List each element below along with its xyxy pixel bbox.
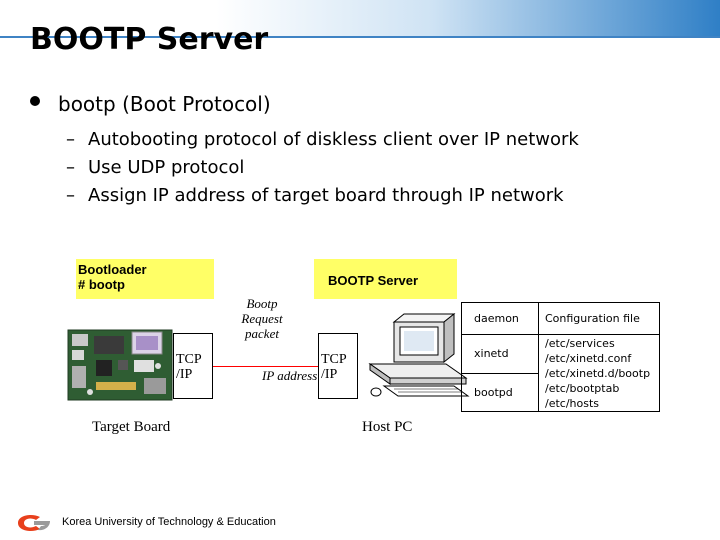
- sub-item-text: Assign IP address of target board throug…: [88, 185, 564, 206]
- header-bar: [0, 0, 720, 36]
- ip-address-label: IP address: [262, 368, 318, 383]
- network-link-line: [213, 366, 318, 367]
- dash-icon: –: [66, 129, 75, 150]
- request-line: Request: [241, 311, 283, 326]
- sub-item-text: Use UDP protocol: [88, 157, 245, 178]
- tcp-label: TCP: [176, 352, 202, 367]
- tcp-label: TCP: [321, 352, 347, 367]
- bootp-server-box: BOOTP Server: [314, 259, 457, 299]
- bootloader-label: Bootloader: [78, 262, 147, 277]
- request-line: packet: [245, 326, 279, 341]
- config-table: daemon Configuration file xinetd /etc/se…: [461, 302, 660, 412]
- daemon-cell: bootpd: [461, 372, 539, 412]
- bootp-server-label: BOOTP Server: [328, 273, 419, 288]
- header-daemon: daemon: [461, 302, 539, 335]
- dash-icon: –: [66, 157, 75, 178]
- host-pc-icon: [368, 312, 470, 397]
- config-file: /etc/bootptab: [545, 381, 620, 395]
- config-file: /etc/xinetd.d/bootp: [545, 366, 651, 380]
- config-files-cell: /etc/services /etc/xinetd.conf /etc/xine…: [538, 334, 660, 412]
- ip-label: /IP: [176, 367, 193, 382]
- config-file: /etc/xinetd.conf: [545, 351, 632, 365]
- bullet-main-text: bootp (Boot Protocol): [58, 92, 271, 116]
- bootloader-command: # bootp: [78, 277, 125, 292]
- table-row: xinetd /etc/services /etc/xinetd.conf /e…: [461, 334, 660, 412]
- host-pc-label: Host PC: [362, 419, 413, 435]
- sub-item-1: –Autobooting protocol of diskless client…: [66, 129, 579, 150]
- sub-item-3: –Assign IP address of target board throu…: [66, 185, 564, 206]
- bootloader-box: Bootloader # bootp: [76, 259, 214, 299]
- request-line: Bootp: [246, 296, 278, 311]
- header-config-file: Configuration file: [538, 302, 660, 335]
- daemon-cell: xinetd: [461, 334, 539, 374]
- table-header-row: daemon Configuration file: [461, 302, 660, 335]
- sub-item-2: –Use UDP protocol: [66, 157, 244, 178]
- sub-item-text: Autobooting protocol of diskless client …: [88, 129, 579, 150]
- header-rule: [0, 36, 720, 38]
- bootp-request-label: Bootp Request packet: [232, 296, 292, 341]
- university-logo-icon: [18, 515, 50, 531]
- bullet-dot-icon: [30, 96, 40, 106]
- dash-icon: –: [66, 185, 75, 206]
- slide-title: BOOTP Server: [30, 22, 269, 57]
- table-row: bootpd: [461, 372, 660, 412]
- tcp-ip-right-box: TCP /IP: [318, 333, 358, 399]
- target-board-icon: [67, 329, 173, 401]
- tcp-ip-left-box: TCP /IP: [173, 333, 213, 399]
- config-file: /etc/services: [545, 336, 615, 350]
- ip-label: /IP: [321, 367, 338, 382]
- footer-org: Korea University of Technology & Educati…: [62, 516, 276, 528]
- target-board-label: Target Board: [92, 419, 171, 435]
- config-file: /etc/hosts: [545, 396, 600, 410]
